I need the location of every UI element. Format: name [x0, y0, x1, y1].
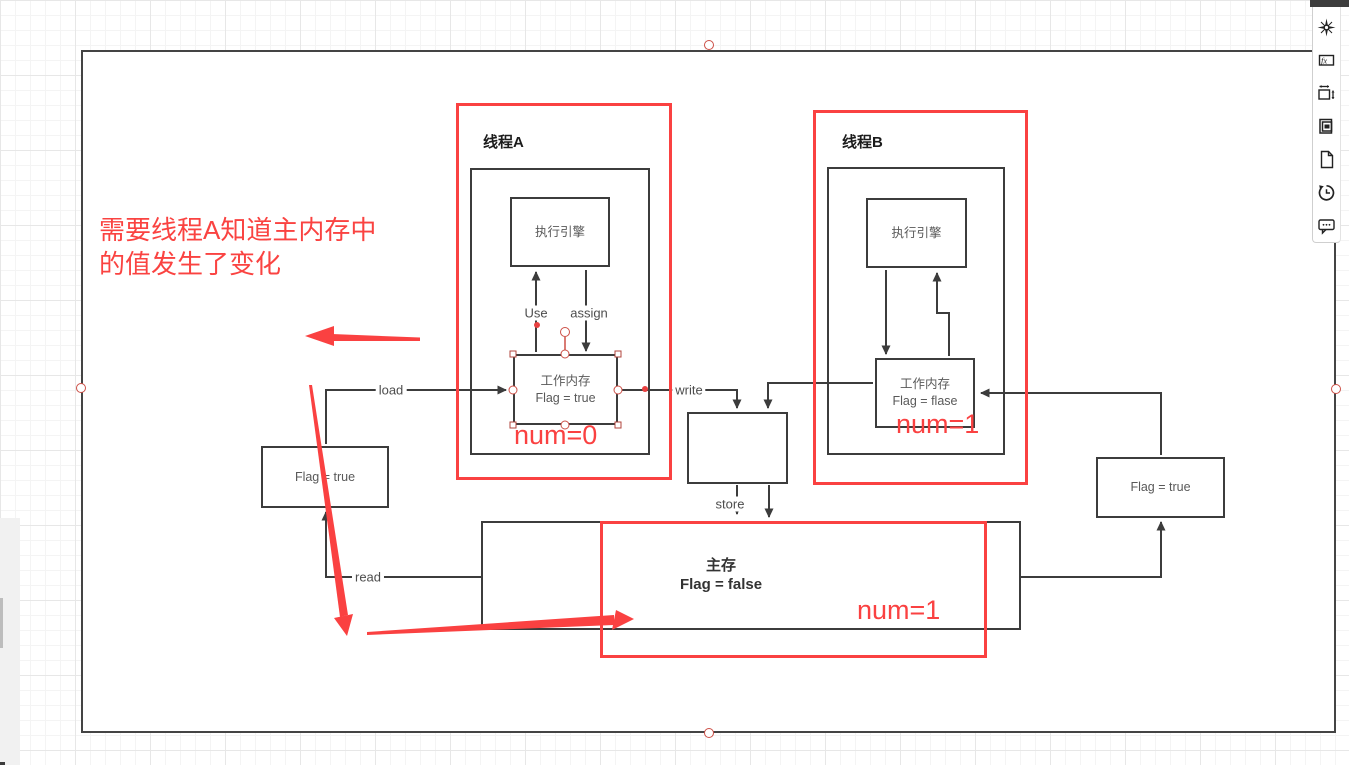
thread-a-title: 线程A [483, 134, 524, 151]
annotation-line-2: 的值发生了变化 [99, 249, 282, 279]
main-memory-value: Flag = false [679, 576, 763, 593]
new-page-icon[interactable] [1317, 149, 1337, 169]
assign-edge-label[interactable]: assign [567, 305, 611, 321]
thread-b-memory-value: Flag = flase [892, 394, 958, 408]
annotation-text[interactable]: 需要线程A知道主内存中 的值发生了变化 [99, 213, 376, 281]
main-memory-title: 主存 [705, 557, 736, 574]
left-scroll-strip[interactable] [0, 518, 20, 765]
write-edge-endpoint-dot[interactable] [642, 386, 648, 392]
main-memory-num-label[interactable]: num=1 [857, 595, 941, 625]
bottom-left-corner-mark [0, 762, 5, 765]
right-toolbar: fx [1312, 7, 1341, 243]
container-handle-n[interactable] [704, 40, 714, 50]
compass-icon[interactable] [1317, 17, 1337, 37]
use-edge-endpoint-dot[interactable] [534, 322, 540, 328]
thread-a-num-label[interactable]: num=0 [514, 420, 598, 450]
selection-handle-s[interactable] [560, 420, 570, 430]
thread-b-title: 线程B [842, 134, 883, 151]
selection-handle-n[interactable] [560, 349, 570, 359]
left-scrollbar-thumb[interactable] [0, 598, 3, 648]
comment-icon[interactable] [1317, 215, 1337, 235]
flag-left-box[interactable]: Flag = true [261, 446, 389, 508]
thread-a-red-frame[interactable] [456, 103, 672, 480]
container-handle-s[interactable] [704, 728, 714, 738]
thread-a-inner-box[interactable] [470, 168, 650, 455]
thread-b-inner-box[interactable] [827, 167, 1005, 455]
formula-icon[interactable]: fx [1317, 50, 1337, 70]
thread-b-engine-box[interactable]: 执行引擎 [866, 198, 967, 268]
copy-icon[interactable] [1317, 116, 1337, 136]
main-memory-red-frame[interactable] [600, 521, 987, 658]
thread-b-num-label[interactable]: num=1 [896, 409, 980, 439]
svg-text:fx: fx [1321, 55, 1327, 65]
selection-handle-ne[interactable] [614, 350, 622, 358]
flag-right-label: Flag = true [1130, 480, 1191, 494]
thread-b-engine-label: 执行引擎 [891, 225, 942, 240]
selection-handle-sw[interactable] [509, 421, 517, 429]
selection-handle-nw[interactable] [509, 350, 517, 358]
thread-b-working-memory-box[interactable]: 工作内存 Flag = flase [875, 358, 975, 428]
rotation-handle[interactable] [560, 327, 570, 337]
read-edge-label[interactable]: read [351, 569, 385, 585]
load-edge-label[interactable]: load [375, 382, 407, 398]
thread-a-engine-label: 执行引擎 [534, 224, 585, 239]
container-handle-w[interactable] [76, 383, 86, 393]
selection-handle-se[interactable] [614, 421, 622, 429]
container-handle-e[interactable] [1331, 384, 1341, 394]
flag-left-label: Flag = true [294, 469, 356, 484]
thread-b-memory-title: 工作内存 [899, 377, 950, 391]
thread-a-engine-box[interactable]: 执行引擎 [510, 197, 610, 267]
thread-a-memory-value: Flag = true [535, 390, 596, 405]
main-memory-text: 主存 Flag = false [560, 556, 882, 594]
use-edge-label[interactable]: Use [521, 305, 551, 321]
history-icon[interactable] [1317, 182, 1337, 202]
thread-b-red-frame[interactable] [813, 110, 1028, 485]
thread-a-working-memory-box[interactable]: 工作内存 Flag = true [513, 354, 618, 425]
annotation-line-1: 需要线程A知道主内存中 [99, 215, 377, 245]
write-edge-label[interactable]: write [672, 382, 706, 398]
resize-dimensions-icon[interactable] [1317, 83, 1337, 103]
toolbar-top-bar [1310, 0, 1349, 7]
selection-handle-e[interactable] [613, 385, 623, 395]
selection-handle-w[interactable] [508, 385, 518, 395]
thread-a-memory-title: 工作内存 [540, 373, 591, 388]
flag-right-box[interactable]: Flag = true [1096, 457, 1225, 518]
store-edge-label[interactable]: store [712, 496, 748, 512]
store-buffer-box[interactable] [687, 412, 788, 484]
main-memory-box[interactable] [481, 521, 1021, 630]
